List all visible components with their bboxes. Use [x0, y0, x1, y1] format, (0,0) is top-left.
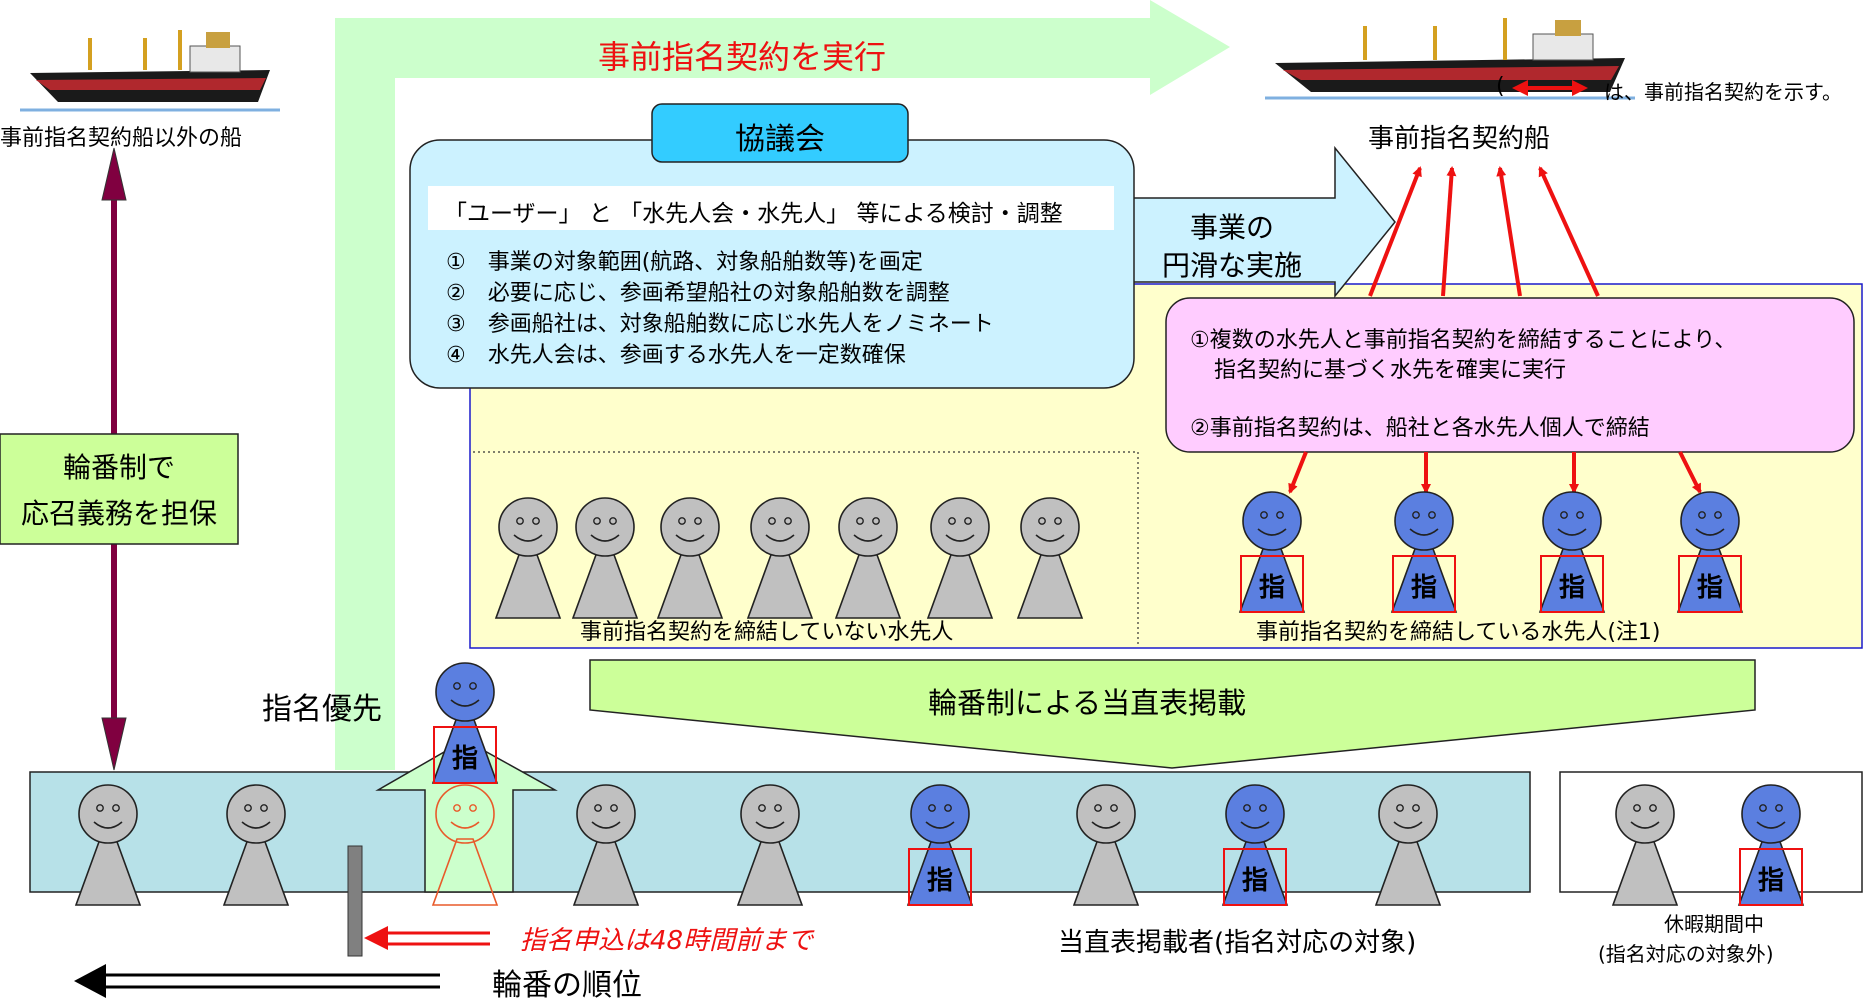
rotation-arrow [589, 659, 1756, 769]
roster-pilot [736, 784, 804, 906]
priority-up-arrow [375, 739, 558, 893]
listed-label: 当直表掲載者(指名対応の対象) [1058, 928, 1417, 958]
council-item-3: ③ 参画船社は、対象船舶数に応じ水先人をノミネート [446, 312, 994, 337]
roster-pilot [1072, 784, 1140, 906]
order-label: 輪番の順位 [492, 968, 642, 1003]
contract-note-line1: ①複数の水先人と事前指名契約を締結することにより、 [1190, 328, 1737, 353]
left-guarantee-line1: 輪番制で [62, 451, 175, 484]
uncontracted-pilot [656, 497, 724, 619]
rotation-arrow-label: 輪番制による当直表掲載 [928, 686, 1247, 720]
left-guarantee-box [0, 433, 239, 545]
contract-note-line3: ②事前指名契約は、船社と各水先人個人で締結 [1190, 416, 1650, 441]
top-arrow-label: 事前指名契約を実行 [598, 38, 887, 76]
roster-pilot-promoted [431, 784, 499, 906]
uncontracted-pilot [926, 497, 994, 619]
contracted-pilot: 指 [1390, 491, 1458, 613]
contracted-pilot-badge: 指 [1697, 573, 1723, 603]
roster-pilot-designated: 指 [906, 784, 974, 906]
roster-pilot [572, 784, 640, 906]
council-item-2: ② 必要に応じ、参画希望船社の対象船舶数を調整 [446, 281, 950, 306]
council-subtitle: 「ユーザー」 と 「水先人会・水先人」 等による検討・調整 [444, 201, 1063, 227]
council-subtitle-box [428, 186, 1114, 230]
implementation-arrow [1129, 145, 1396, 299]
roster-pilot-designated-badge: 指 [1242, 866, 1268, 896]
council-item-1: ① 事業の対象範囲(航路、対象船舶数等)を画定 [446, 250, 923, 275]
contracted-pilot: 指 [1538, 491, 1606, 613]
order-arrow-icon [74, 964, 440, 998]
vacation-box [1559, 771, 1863, 893]
council-title: 協議会 [735, 122, 825, 157]
roster-pilot [74, 784, 142, 906]
priority-pilot: 指 [431, 662, 499, 784]
ship-left-icon [20, 30, 280, 112]
uncontracted-pilot [834, 497, 902, 619]
left-ship-label: 事前指名契約船以外の船 [0, 126, 243, 151]
roster-pilot [1374, 784, 1442, 906]
left-guarantee-line2: 応召義務を担保 [20, 497, 217, 530]
contract-arrows-down [1288, 451, 1702, 494]
uncontracted-caption: 事前指名契約を締結していない水先人 [580, 620, 954, 645]
legend-text: は、事前指名契約を示す。 [1604, 80, 1842, 104]
contracted-pilot-badge: 指 [1259, 573, 1285, 603]
implementation-line2: 円滑な実施 [1162, 249, 1303, 282]
ship-right-icon [1265, 18, 1635, 100]
deadline-marker [347, 845, 363, 957]
implementation-line1: 事業の [1190, 211, 1275, 244]
deadline-label: 指名申込は48時間前まで [520, 926, 814, 956]
contracted-pilot: 指 [1238, 491, 1306, 613]
contracted-pilot: 指 [1676, 491, 1744, 613]
vacation-pilot-designated-badge: 指 [1758, 866, 1784, 896]
uncontracted-pilot [746, 497, 814, 619]
pilot-figures: 指指指指指指指指 [74, 491, 1805, 906]
uncontracted-pilot [1016, 497, 1084, 619]
contracted-caption: 事前指名契約を締結している水先人(注1) [1256, 620, 1661, 645]
roster-pilot-designated: 指 [1221, 784, 1289, 906]
contract-note-box [1165, 297, 1855, 453]
roster-pilot-designated-badge: 指 [927, 866, 953, 896]
vacation-pilot [1611, 784, 1679, 906]
council-title-box [651, 103, 909, 163]
legend-double-arrow-icon [1512, 80, 1588, 96]
contract-arrows-up [1368, 166, 1600, 297]
deadline-arrow-icon [364, 926, 490, 950]
uncontracted-pilot [494, 497, 562, 619]
execution-arrow-shape [335, 0, 1230, 770]
priority-label: 指名優先 [262, 692, 382, 727]
priority-pilot-badge: 指 [452, 744, 478, 774]
contracted-pilot-badge: 指 [1559, 573, 1585, 603]
contracted-pilot-badge: 指 [1411, 573, 1437, 603]
right-ship-label: 事前指名契約船 [1368, 124, 1551, 154]
vacation-line2: (指名対応の対象外) [1598, 942, 1774, 966]
legend-open-paren: ( [1496, 74, 1505, 99]
vacation-pilot-designated: 指 [1737, 784, 1805, 906]
roster-pilot [222, 784, 290, 906]
contract-note-line2: 指名契約に基づく水先を確実に実行 [1214, 358, 1567, 383]
council-item-4: ④ 水先人会は、参画する水先人を一定数確保 [446, 343, 906, 368]
uncontracted-pilot [571, 497, 639, 619]
vacation-line1: 休暇期間中 [1664, 912, 1764, 936]
